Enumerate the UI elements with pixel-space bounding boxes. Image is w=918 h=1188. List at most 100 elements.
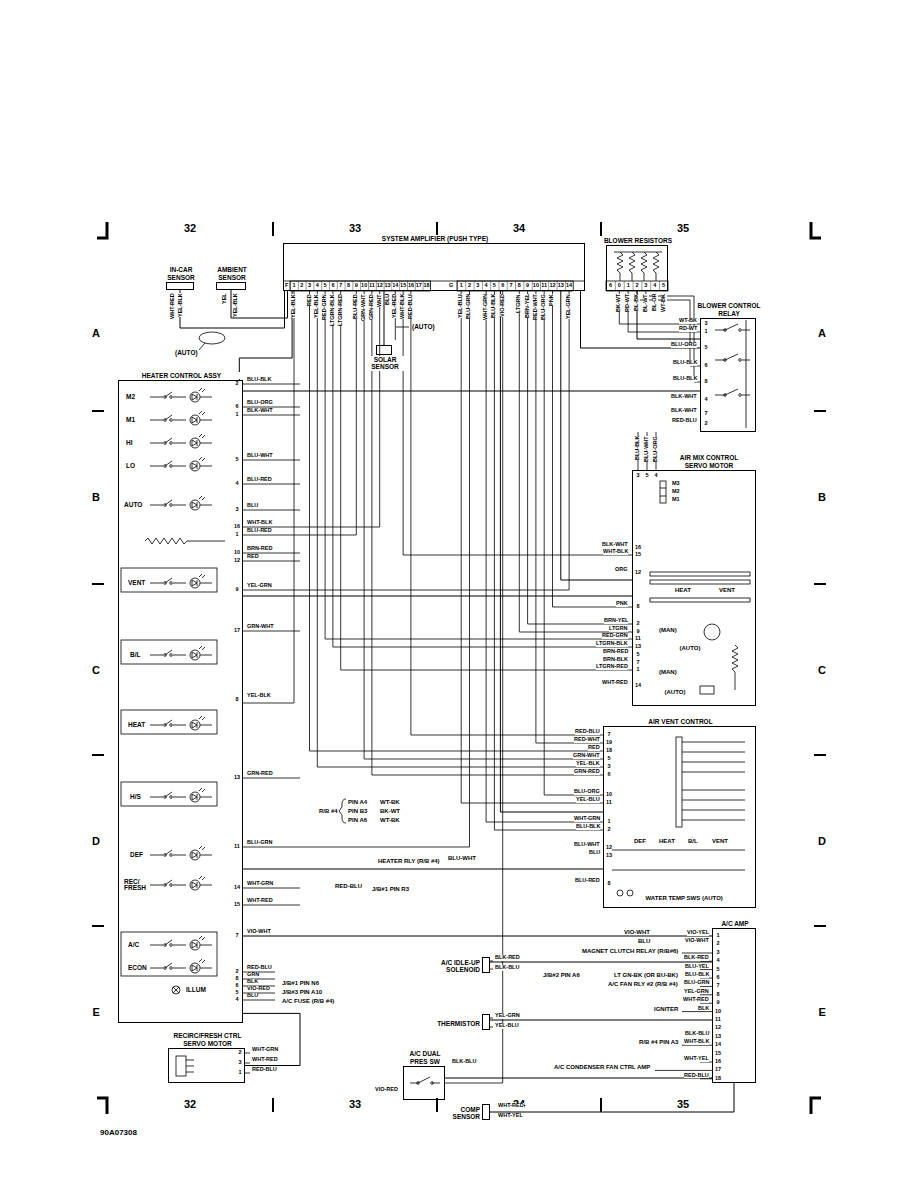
circuit-reference: R/B #4 (319, 808, 338, 814)
pin-number: 15 (234, 902, 240, 908)
wire-color-label: BLU-WHT (574, 842, 600, 848)
wire-color-label: BLU (247, 503, 258, 509)
wire-connector (243, 596, 632, 597)
pin-number: 10 (234, 550, 240, 556)
pin-number: 15 (635, 552, 641, 558)
wire-color-label: YEL-BLK (178, 293, 184, 317)
pin-number: 9 (717, 1000, 720, 1006)
pin-number: 11 (234, 844, 240, 850)
pin-number: 1 (717, 933, 720, 939)
wire-color-label: BLK (247, 979, 258, 985)
component-title: BLOWER RESISTORS (593, 237, 683, 244)
position-label: HEAT (675, 587, 691, 593)
pin-number: 14 (715, 1042, 721, 1048)
pin-number: 4 (705, 397, 708, 403)
pin-number: 2 (636, 283, 639, 289)
pin-number: 5 (637, 652, 640, 658)
component-title: AMBIENT SENSOR (212, 266, 252, 281)
pin-number: 15 (400, 283, 406, 289)
variant-note: (AUTO) (412, 324, 435, 331)
pin-number: 15 (715, 1051, 721, 1057)
wire-color-label: WT-BK (661, 294, 667, 312)
wire-color-label: WHT-RED (498, 1103, 524, 1109)
pin-number: 3 (644, 283, 647, 289)
wire-color-label: BLU (247, 993, 258, 999)
wire-color-label: BRN-BLK (603, 657, 628, 663)
pin-number: 4 (236, 481, 239, 487)
circuit-reference: J/B#1 PIN N6 (282, 980, 319, 986)
pin-number: 9 (236, 587, 239, 593)
pin-number: 13 (234, 775, 240, 781)
wire-color-label: YEL-BLK (576, 761, 600, 767)
pin-number: 13 (606, 853, 612, 859)
wire-color-label: WHT-RED (602, 680, 628, 686)
pin-number: 3 (608, 764, 611, 770)
pin-number: 9 (637, 629, 640, 635)
pin-number: 7 (236, 933, 239, 939)
pin-number: 13 (558, 283, 564, 289)
grid-letter: B (818, 492, 826, 503)
wire-connector (180, 290, 285, 328)
pin-number: F (285, 283, 288, 289)
pin-number: 12 (377, 283, 383, 289)
wire-color-label: BLU-BLK (491, 294, 497, 318)
wire-color-label: RED-BLU (684, 1073, 709, 1079)
wire-color-label: BRN-RED (247, 546, 272, 552)
wire-color-label: WHT-GRN (252, 1047, 278, 1053)
wire-connector (243, 391, 700, 392)
component-title: A/C AMP (710, 920, 760, 927)
wire-color-label: BLK-WHT (671, 408, 697, 414)
switch-name: HI (126, 440, 133, 447)
grid-number: 33 (349, 223, 361, 234)
pin-number: 6 (236, 404, 239, 410)
pin-number: 14 (566, 283, 572, 289)
wire-color-label: RED (247, 554, 259, 560)
pin-number: 14 (234, 885, 240, 891)
component-title: RECIRC/FRESH CTRL SERVO MOTOR (163, 1032, 253, 1047)
wire-color-label: YEL-GRN (684, 989, 709, 995)
pin-number: 14 (635, 683, 641, 689)
pin-number: 6 (236, 983, 239, 989)
wire-color-label: LTGRN (516, 294, 522, 313)
vent-control-box: AIR VENT CONTROL (603, 726, 756, 908)
pin-number: 6 (608, 772, 611, 778)
wire-color-label: BLU-RED (353, 294, 359, 319)
wire-color-label: RED-WHT (574, 737, 600, 743)
wire-color-label: WHT-BLK (247, 520, 272, 526)
pin-number: 10 (533, 283, 539, 289)
sensor-box: AMBIENT SENSOR (216, 282, 246, 290)
wire-color-label: VIO-WHT (624, 929, 650, 935)
pin-number: 5 (705, 345, 708, 351)
control-assembly-box: HEATER CONTROL ASSY (118, 380, 243, 1023)
wire-connector (490, 962, 712, 963)
pin-number: 17 (416, 283, 422, 289)
component-title: A/C IDLE-UP SOLENOID (438, 959, 480, 974)
wire-color-label: LTGRN-BLK (330, 294, 336, 326)
wire-connector (490, 1083, 734, 1112)
pin-number: 14 (392, 283, 398, 289)
pin-number: 3 (308, 283, 311, 289)
pin-number: 5 (608, 756, 611, 762)
switch-name: H/S (130, 794, 141, 801)
pin-number: 1 (236, 412, 239, 418)
pin-number: 6 (501, 283, 504, 289)
wire-color-label: YEL-BLU (495, 1023, 519, 1029)
pin-number: 7 (339, 283, 342, 289)
pin-number: 4 (655, 473, 658, 479)
wire-color-label: BLU-BLK (247, 377, 271, 383)
pin-number: 11 (635, 636, 641, 642)
wire-color-label: YEL-BLK (314, 294, 320, 318)
wire-color-label: GRN-WHT (573, 753, 600, 759)
position-label: VENT (719, 587, 735, 593)
circuit-reference: MAGNET CLUTCH RELAY (R/B#6) (582, 948, 678, 954)
wire-color-label: WT-BK (679, 318, 697, 324)
wire-connector (231, 290, 288, 318)
pin-number: 2 (705, 421, 708, 427)
wire-color-label: BLU-BLK (673, 360, 697, 366)
pin-number: 19 (606, 740, 612, 746)
wire-color-label: GRN (247, 972, 259, 978)
wire-color-label: BLU-ORG (653, 436, 659, 462)
wire-color-label: BLK-WHT (671, 394, 697, 400)
pin-number: 4 (236, 997, 239, 1003)
wire-color-label: LTGRN (609, 626, 628, 632)
